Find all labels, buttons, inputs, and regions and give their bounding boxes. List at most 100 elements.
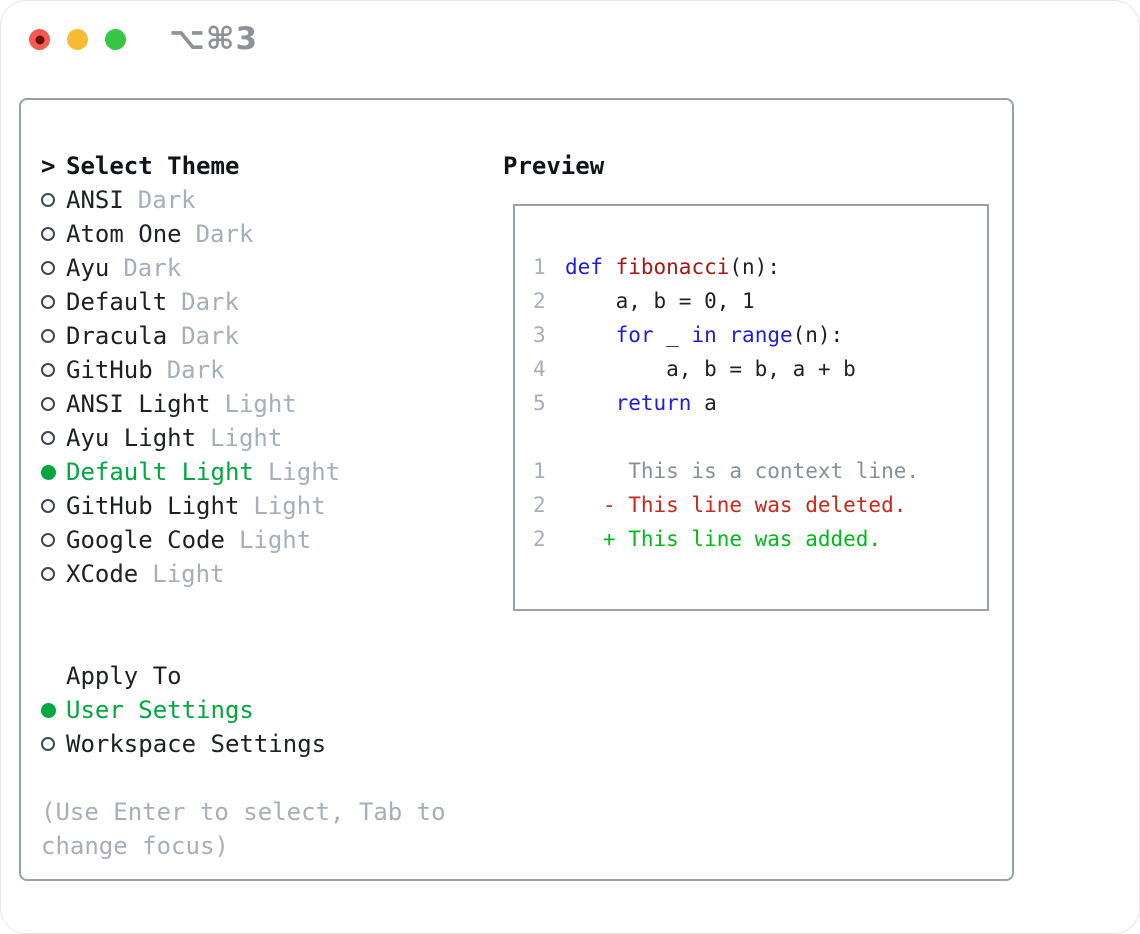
- theme-name: GitHub Light: [66, 492, 240, 520]
- code-token: [565, 323, 616, 347]
- radio-icon: [41, 227, 55, 241]
- code-line-content: for _ in range(n):: [565, 323, 844, 347]
- theme-variant: Dark: [166, 356, 225, 384]
- theme-option[interactable]: Ayu Light Light: [41, 421, 473, 455]
- code-line: 4 a, b = b, a + b: [533, 352, 987, 386]
- theme-name: Default Light: [66, 458, 254, 486]
- theme-variant: Light: [224, 390, 297, 418]
- select-theme-header: Select Theme: [66, 152, 240, 180]
- select-theme-header-row: > Select Theme: [41, 149, 473, 183]
- apply-to-option[interactable]: Workspace Settings: [41, 727, 473, 761]
- preview-title: Preview: [503, 152, 605, 180]
- line-number: 2: [533, 493, 546, 517]
- radio-icon: [41, 567, 55, 581]
- radio-icon: [41, 737, 55, 751]
- code-token: [603, 255, 616, 279]
- code-token: [717, 323, 730, 347]
- code-line-content: a, b = 0, 1: [565, 289, 755, 313]
- radio-selected-icon: [41, 702, 56, 718]
- titlebar: [29, 29, 143, 50]
- apply-to-header: Apply To: [66, 662, 182, 690]
- keyboard-hint-text: (Use Enter to select, Tab to change focu…: [41, 798, 446, 860]
- line-number: 5: [533, 391, 546, 415]
- theme-option[interactable]: GitHub Light Light: [41, 489, 473, 523]
- theme-variant: Light: [253, 492, 326, 520]
- theme-option[interactable]: Default Dark: [41, 285, 473, 319]
- theme-variant: Dark: [181, 322, 239, 350]
- theme-name: Ayu Light: [66, 424, 197, 452]
- focus-caret-icon: >: [41, 152, 56, 180]
- theme-name: ANSI: [66, 186, 124, 214]
- diff-preview-block: 1 This is a context line.2 - This line w…: [533, 454, 987, 556]
- diff-line: 2 + This line was added.: [533, 522, 987, 556]
- diff-line: 1 This is a context line.: [533, 454, 987, 488]
- apply-to-option[interactable]: User Settings: [41, 693, 473, 727]
- theme-option[interactable]: Dracula Dark: [41, 319, 473, 353]
- line-number: 1: [533, 255, 546, 279]
- radio-icon: [41, 499, 55, 513]
- spacer: [41, 761, 473, 795]
- code-token: [565, 391, 616, 415]
- code-token: _: [653, 323, 692, 347]
- diff-line-content: - This line was deleted.: [565, 493, 907, 517]
- theme-option[interactable]: Default Light Light: [41, 455, 473, 489]
- code-token: a, b = 0, 1: [565, 289, 755, 313]
- radio-icon: [41, 431, 55, 445]
- theme-variant: Dark: [181, 288, 239, 316]
- spacer: [41, 625, 473, 659]
- theme-name: Dracula: [66, 322, 168, 350]
- theme-option[interactable]: ANSI Dark: [41, 183, 473, 217]
- radio-icon: [41, 193, 55, 207]
- code-token: (n):: [729, 255, 780, 279]
- radio-icon: [41, 533, 55, 547]
- code-token: range: [729, 323, 793, 347]
- line-number: 1: [533, 459, 546, 483]
- minimize-button[interactable]: [67, 29, 88, 50]
- radio-icon: [41, 363, 55, 377]
- line-number: 2: [533, 289, 546, 313]
- code-token: a: [691, 391, 717, 415]
- theme-name: GitHub: [66, 356, 153, 384]
- unsaved-indicator-dot: [35, 35, 44, 44]
- diff-line: 2 - This line was deleted.: [533, 488, 987, 522]
- code-token: in: [691, 323, 717, 347]
- radio-icon: [41, 329, 55, 343]
- theme-variant: Dark: [137, 186, 196, 214]
- code-line: 2 a, b = 0, 1: [533, 284, 987, 318]
- theme-name: Ayu: [66, 254, 110, 282]
- code-token: return: [615, 391, 692, 415]
- code-token: def: [565, 255, 603, 279]
- theme-option[interactable]: ANSI Light Light: [41, 387, 473, 421]
- radio-icon: [41, 261, 55, 275]
- theme-name: ANSI Light: [66, 390, 211, 418]
- code-token: a, b = b, a + b: [565, 357, 856, 381]
- apply-to-label: User Settings: [66, 696, 254, 724]
- theme-variant: Light: [267, 458, 341, 486]
- code-line-content: a, b = b, a + b: [565, 357, 856, 381]
- theme-variant: Light: [238, 526, 312, 554]
- line-number: 4: [533, 357, 546, 381]
- diff-line-content: This is a context line.: [565, 459, 920, 483]
- line-number: 2: [533, 527, 546, 551]
- code-line-content: def fibonacci(n):: [565, 255, 780, 279]
- zoom-button[interactable]: [105, 29, 126, 50]
- close-button[interactable]: [29, 29, 50, 50]
- code-token: fibonacci: [615, 255, 730, 279]
- theme-variant: Light: [210, 424, 283, 452]
- diff-line-content: + This line was added.: [565, 527, 882, 551]
- theme-name: Default: [66, 288, 168, 316]
- theme-name: Google Code: [66, 526, 225, 554]
- code-token: (n):: [792, 323, 844, 347]
- code-line: 3 for _ in range(n):: [533, 318, 987, 352]
- theme-option[interactable]: GitHub Dark: [41, 353, 473, 387]
- theme-option[interactable]: Google Code Light: [41, 523, 473, 557]
